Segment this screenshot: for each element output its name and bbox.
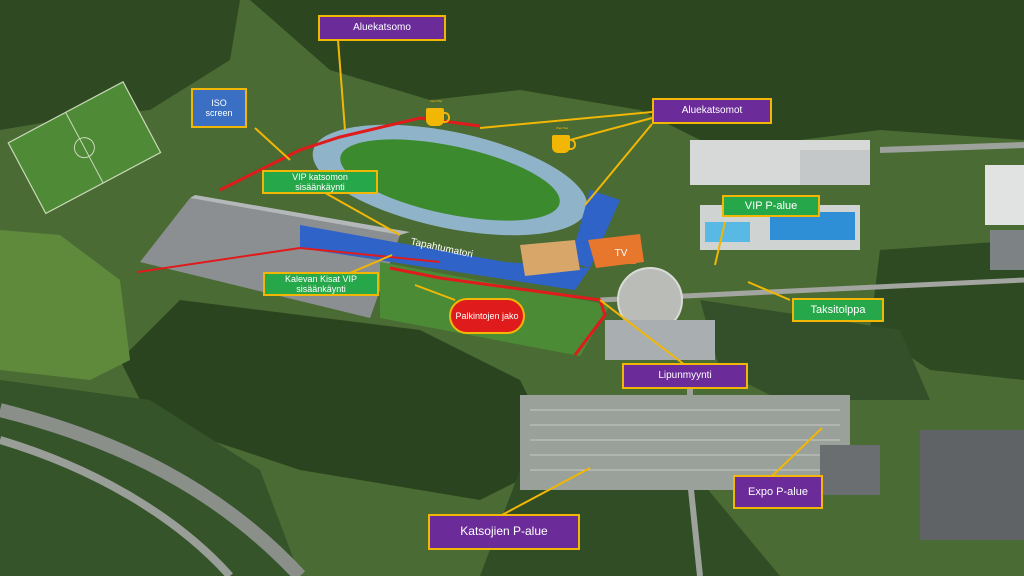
coffee-cup-icon [552, 124, 576, 153]
palkintojen-jako-callout: Palkintojen jako [449, 298, 525, 334]
katsojien-p-alue-callout: Katsojien P-alue [428, 514, 580, 550]
vip-p-alue-callout: VIP P-alue [722, 195, 820, 217]
iso-screen-callout: ISO screen [191, 88, 247, 128]
expo-p-alue-callout: Expo P-alue [733, 475, 823, 509]
taksitolppa-callout: Taksitolppa [792, 298, 884, 322]
kalevan-kisat-vip-sisaankaynti-callout: Kalevan Kisat VIP sisäänkäynti [263, 272, 379, 296]
aluekatsomot-callout: Aluekatsomot [652, 98, 772, 124]
tv-label: TV [606, 244, 636, 264]
coffee-cup-icon [426, 97, 450, 126]
vip-katsomon-sisaankaynti-callout: VIP katsomon sisäänkäynti [262, 170, 378, 194]
aluekatsomo-callout: Aluekatsomo [318, 15, 446, 41]
lipunmyynti-callout: Lipunmyynti [622, 363, 748, 389]
